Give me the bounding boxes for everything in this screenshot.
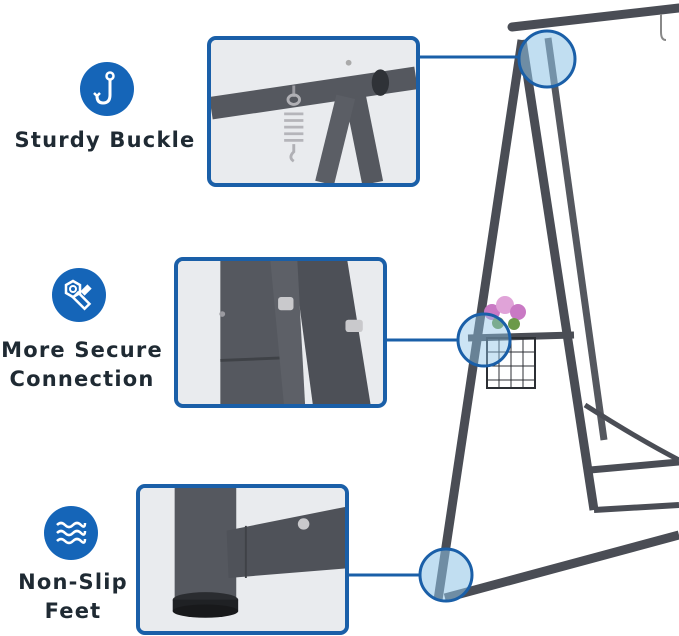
- feature-label-secure-connection-line1: More Secure: [1, 338, 163, 362]
- front-leg-right: [517, 39, 599, 511]
- base-bar-right: [593, 502, 679, 513]
- detail-panel-connection: [174, 257, 387, 408]
- highlight-circle-mid: [456, 312, 512, 368]
- detail-panel-buckle: [207, 36, 420, 187]
- feature-label-sturdy-buckle: Sturdy Buckle: [14, 128, 196, 152]
- front-leg-left: [433, 39, 527, 601]
- seat-curve: [583, 402, 679, 463]
- hook-icon: [80, 62, 134, 116]
- top-beam: [507, 3, 679, 32]
- bolt-nut-icon: [52, 268, 106, 322]
- detail-panel-feet: [136, 484, 349, 635]
- right-hook: [660, 14, 667, 41]
- highlight-circle-bottom: [418, 547, 474, 603]
- feature-label-secure-connection-line2: Connection: [9, 367, 155, 391]
- flower-basket: [484, 296, 536, 389]
- back-leg: [544, 37, 608, 441]
- base-bar: [443, 530, 679, 603]
- highlight-circle-top: [517, 29, 577, 89]
- waves-icon: [44, 506, 98, 560]
- feature-label-non-slip-feet-line2: Feet: [44, 599, 102, 623]
- feature-label-non-slip-feet-line1: Non-Slip: [18, 570, 128, 594]
- base-bar-back: [589, 458, 679, 474]
- feature-label-secure-connection: More Secure Connection: [0, 336, 164, 394]
- feature-label-non-slip-feet: Non-Slip Feet: [0, 568, 146, 626]
- cross-bar: [467, 331, 575, 342]
